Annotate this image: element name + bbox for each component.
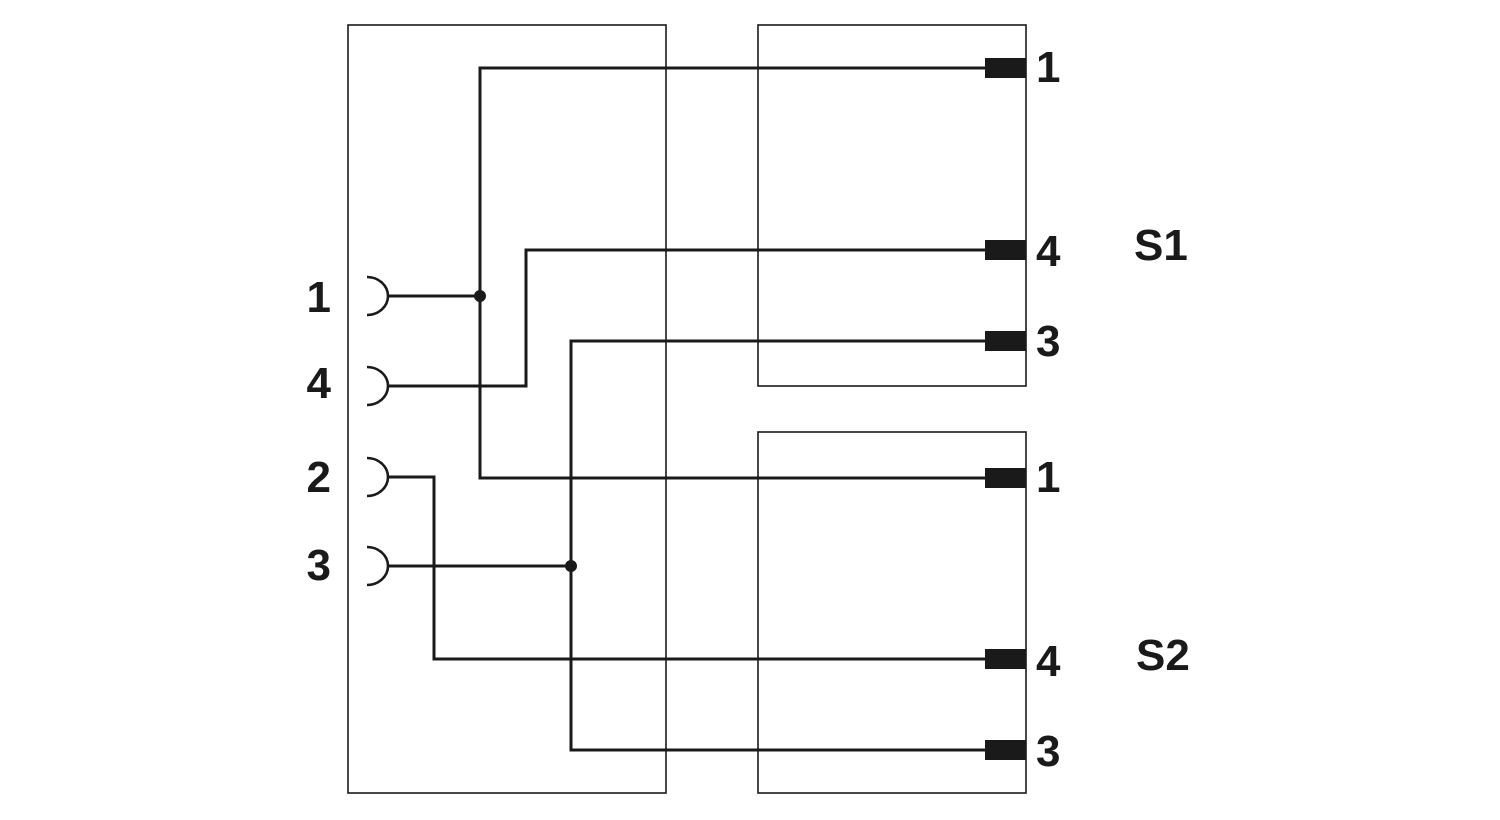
junction-pin-3: [565, 560, 577, 572]
left-pin-label-1: 1: [307, 273, 331, 322]
pin-s1-3: [985, 331, 1026, 351]
s1-pin-label-3: 3: [1036, 317, 1060, 366]
s2-connector-housing: [757, 431, 1027, 794]
s2-pin-label-4: 4: [1036, 637, 1061, 686]
pin-s2-3: [985, 740, 1026, 760]
left-sockets: [366, 275, 390, 587]
wire-left-2-to-s2-4: [389, 475, 986, 661]
s2-pin-label-3: 3: [1036, 727, 1060, 776]
wire-left-3-to-s2-3: [569, 566, 986, 752]
s2-label: S2: [1136, 631, 1190, 680]
junction-pin-1: [474, 290, 486, 302]
left-pin-label-2: 2: [307, 453, 331, 502]
s1-label: S1: [1134, 221, 1188, 270]
pin-s1-4: [985, 240, 1026, 260]
left-pin-label-3: 3: [307, 541, 331, 590]
s2-pin-label-1: 1: [1036, 453, 1060, 502]
pin-s2-4: [985, 649, 1026, 669]
wires: [389, 66, 986, 752]
s1-connector-housing: [757, 24, 1027, 387]
left-connector-housing: [347, 24, 667, 794]
socket-left-4: [366, 365, 390, 407]
left-pin-label-4: 4: [307, 359, 332, 408]
socket-left-2: [366, 456, 390, 498]
wire-left-1-to-s2-1: [478, 296, 986, 480]
s1-pin-label-1: 1: [1036, 43, 1060, 92]
s1-pin-label-4: 4: [1036, 227, 1061, 276]
pin-s1-1: [985, 58, 1026, 78]
wire-left-1-to-s1-1: [478, 66, 986, 296]
socket-left-1: [366, 275, 390, 317]
wire-left-3-to-s1-3: [569, 339, 986, 566]
right-pins: [985, 58, 1026, 760]
pin-s2-1: [985, 468, 1026, 488]
wire-left-4-to-s1-4: [389, 248, 986, 388]
socket-left-3: [366, 545, 390, 587]
